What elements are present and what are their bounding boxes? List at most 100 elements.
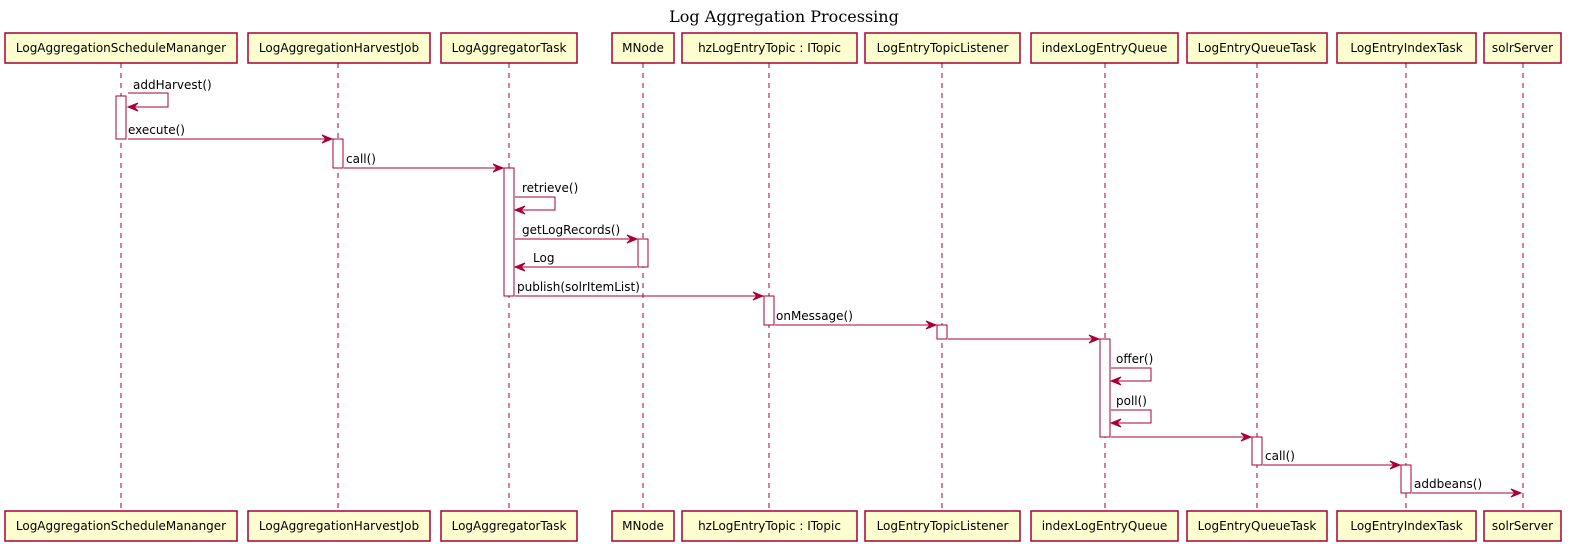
arrow-head (1389, 460, 1402, 470)
participants-bottom: LogAggregationScheduleMananger LogAggrega… (4, 510, 1562, 542)
arrow-head (1510, 488, 1523, 498)
participant-label: LogAggregationHarvestJob (259, 41, 419, 55)
participant-top-p6: indexLogEntryQueue (1030, 32, 1179, 64)
activation-bar-p0 (115, 95, 127, 140)
participant-box (1186, 510, 1328, 542)
arrow-head (321, 134, 334, 144)
participant-bottom-p6: indexLogEntryQueue (1030, 510, 1179, 542)
arrow-head (1088, 334, 1101, 344)
participant-box (247, 510, 431, 542)
arrow-head (126, 102, 139, 112)
activation-bar-p8 (1400, 464, 1412, 494)
message-label: publish(solrItemList) (517, 280, 640, 294)
message-3: call() (344, 152, 505, 173)
message-label: addbeans() (1414, 477, 1482, 491)
message-label: addHarvest() (133, 78, 212, 92)
arrow-head (513, 205, 526, 215)
message-7: publish(solrItemList) (515, 280, 765, 301)
participant-box (864, 32, 1021, 64)
activation-bar-p4 (763, 295, 775, 326)
participant-box (247, 32, 431, 64)
message-9 (948, 334, 1101, 344)
message-label: offer() (1116, 352, 1153, 366)
participants-top: LogAggregationScheduleMananger LogAggrega… (4, 32, 1562, 64)
participant-top-p0: LogAggregationScheduleMananger (4, 32, 238, 64)
participant-label: LogEntryQueueTask (1198, 41, 1317, 55)
participant-top-p4: hzLogEntryTopic : ITopic (681, 32, 858, 64)
participant-bottom-p9: solrServer (1483, 510, 1562, 542)
participant-box (1186, 32, 1328, 64)
message-label: retrieve() (522, 181, 578, 195)
participant-box (4, 32, 238, 64)
activation-bar-p2 (503, 167, 515, 297)
message-13: call() (1263, 449, 1402, 470)
participant-bottom-p2: LogAggregatorTask (440, 510, 578, 542)
message-label: getLogRecords() (522, 223, 620, 237)
message-label: poll() (1116, 394, 1147, 408)
participant-bottom-p8: LogEntryIndexTask (1336, 510, 1477, 542)
participant-bottom-p5: LogEntryTopicListener (864, 510, 1021, 542)
participant-box (1030, 32, 1179, 64)
participant-label: LogAggregatorTask (452, 519, 567, 533)
participant-label: LogAggregationScheduleMananger (16, 519, 226, 533)
participant-label: indexLogEntryQueue (1042, 519, 1168, 533)
arrow-head (1109, 376, 1122, 386)
participant-bottom-p0: LogAggregationScheduleMananger (4, 510, 238, 542)
self-message-line (1111, 409, 1152, 424)
participant-box (1483, 510, 1562, 542)
participant-label: indexLogEntryQueue (1042, 41, 1168, 55)
participant-label: LogAggregationHarvestJob (259, 519, 419, 533)
message-label: call() (1265, 449, 1295, 463)
participant-label: MNode (622, 519, 664, 533)
message-5: getLogRecords() (515, 223, 639, 244)
participant-top-p9: solrServer (1483, 32, 1562, 64)
participant-top-p3: MNode (611, 32, 675, 64)
participant-top-p1: LogAggregationHarvestJob (247, 32, 431, 64)
participant-top-p2: LogAggregatorTask (440, 32, 578, 64)
message-8: onMessage() (775, 309, 938, 330)
participant-bottom-p1: LogAggregationHarvestJob (247, 510, 431, 542)
self-message-line (515, 196, 556, 211)
participant-box (4, 510, 238, 542)
activation-bar-p7 (1251, 436, 1263, 466)
message-10: offer() (1109, 352, 1153, 386)
participant-label: LogEntryTopicListener (877, 519, 1009, 533)
message-12 (1111, 432, 1253, 442)
participant-label: LogEntryTopicListener (877, 41, 1009, 55)
participant-label: hzLogEntryTopic : ITopic (698, 41, 841, 55)
participant-top-p7: LogEntryQueueTask (1186, 32, 1328, 64)
message-1: addHarvest() (126, 78, 212, 112)
participant-box (1030, 510, 1179, 542)
arrow-head (925, 320, 938, 330)
participant-label: LogAggregationScheduleMananger (16, 41, 226, 55)
activation-bar-p3 (637, 238, 649, 268)
message-label: call() (346, 152, 376, 166)
message-11: poll() (1109, 394, 1152, 428)
diagram-title: Log Aggregation Processing (669, 7, 899, 26)
participant-box (1483, 32, 1562, 64)
participant-bottom-p4: hzLogEntryTopic : ITopic (681, 510, 858, 542)
message-14: addbeans() (1412, 477, 1523, 498)
arrow-head (626, 234, 639, 244)
activation-bars (115, 95, 1412, 494)
participant-box (440, 32, 578, 64)
participant-label: LogAggregatorTask (452, 41, 567, 55)
participant-label: LogEntryIndexTask (1350, 41, 1462, 55)
participant-label: LogEntryQueueTask (1198, 519, 1317, 533)
message-label: execute() (128, 123, 185, 137)
participant-top-p5: LogEntryTopicListener (864, 32, 1021, 64)
arrow-head (513, 262, 526, 272)
message-4: retrieve() (513, 181, 578, 215)
participant-label: hzLogEntryTopic : ITopic (698, 519, 841, 533)
participant-label: LogEntryIndexTask (1350, 519, 1462, 533)
message-6: Log (513, 251, 637, 272)
message-2: execute() (128, 123, 334, 144)
participant-box (681, 32, 858, 64)
participant-box (611, 510, 675, 542)
participant-box (611, 32, 675, 64)
lifelines (120, 63, 1524, 511)
participant-label: MNode (622, 41, 664, 55)
participant-label: solrServer (1492, 41, 1553, 55)
activation-bar-p5 (936, 324, 948, 340)
